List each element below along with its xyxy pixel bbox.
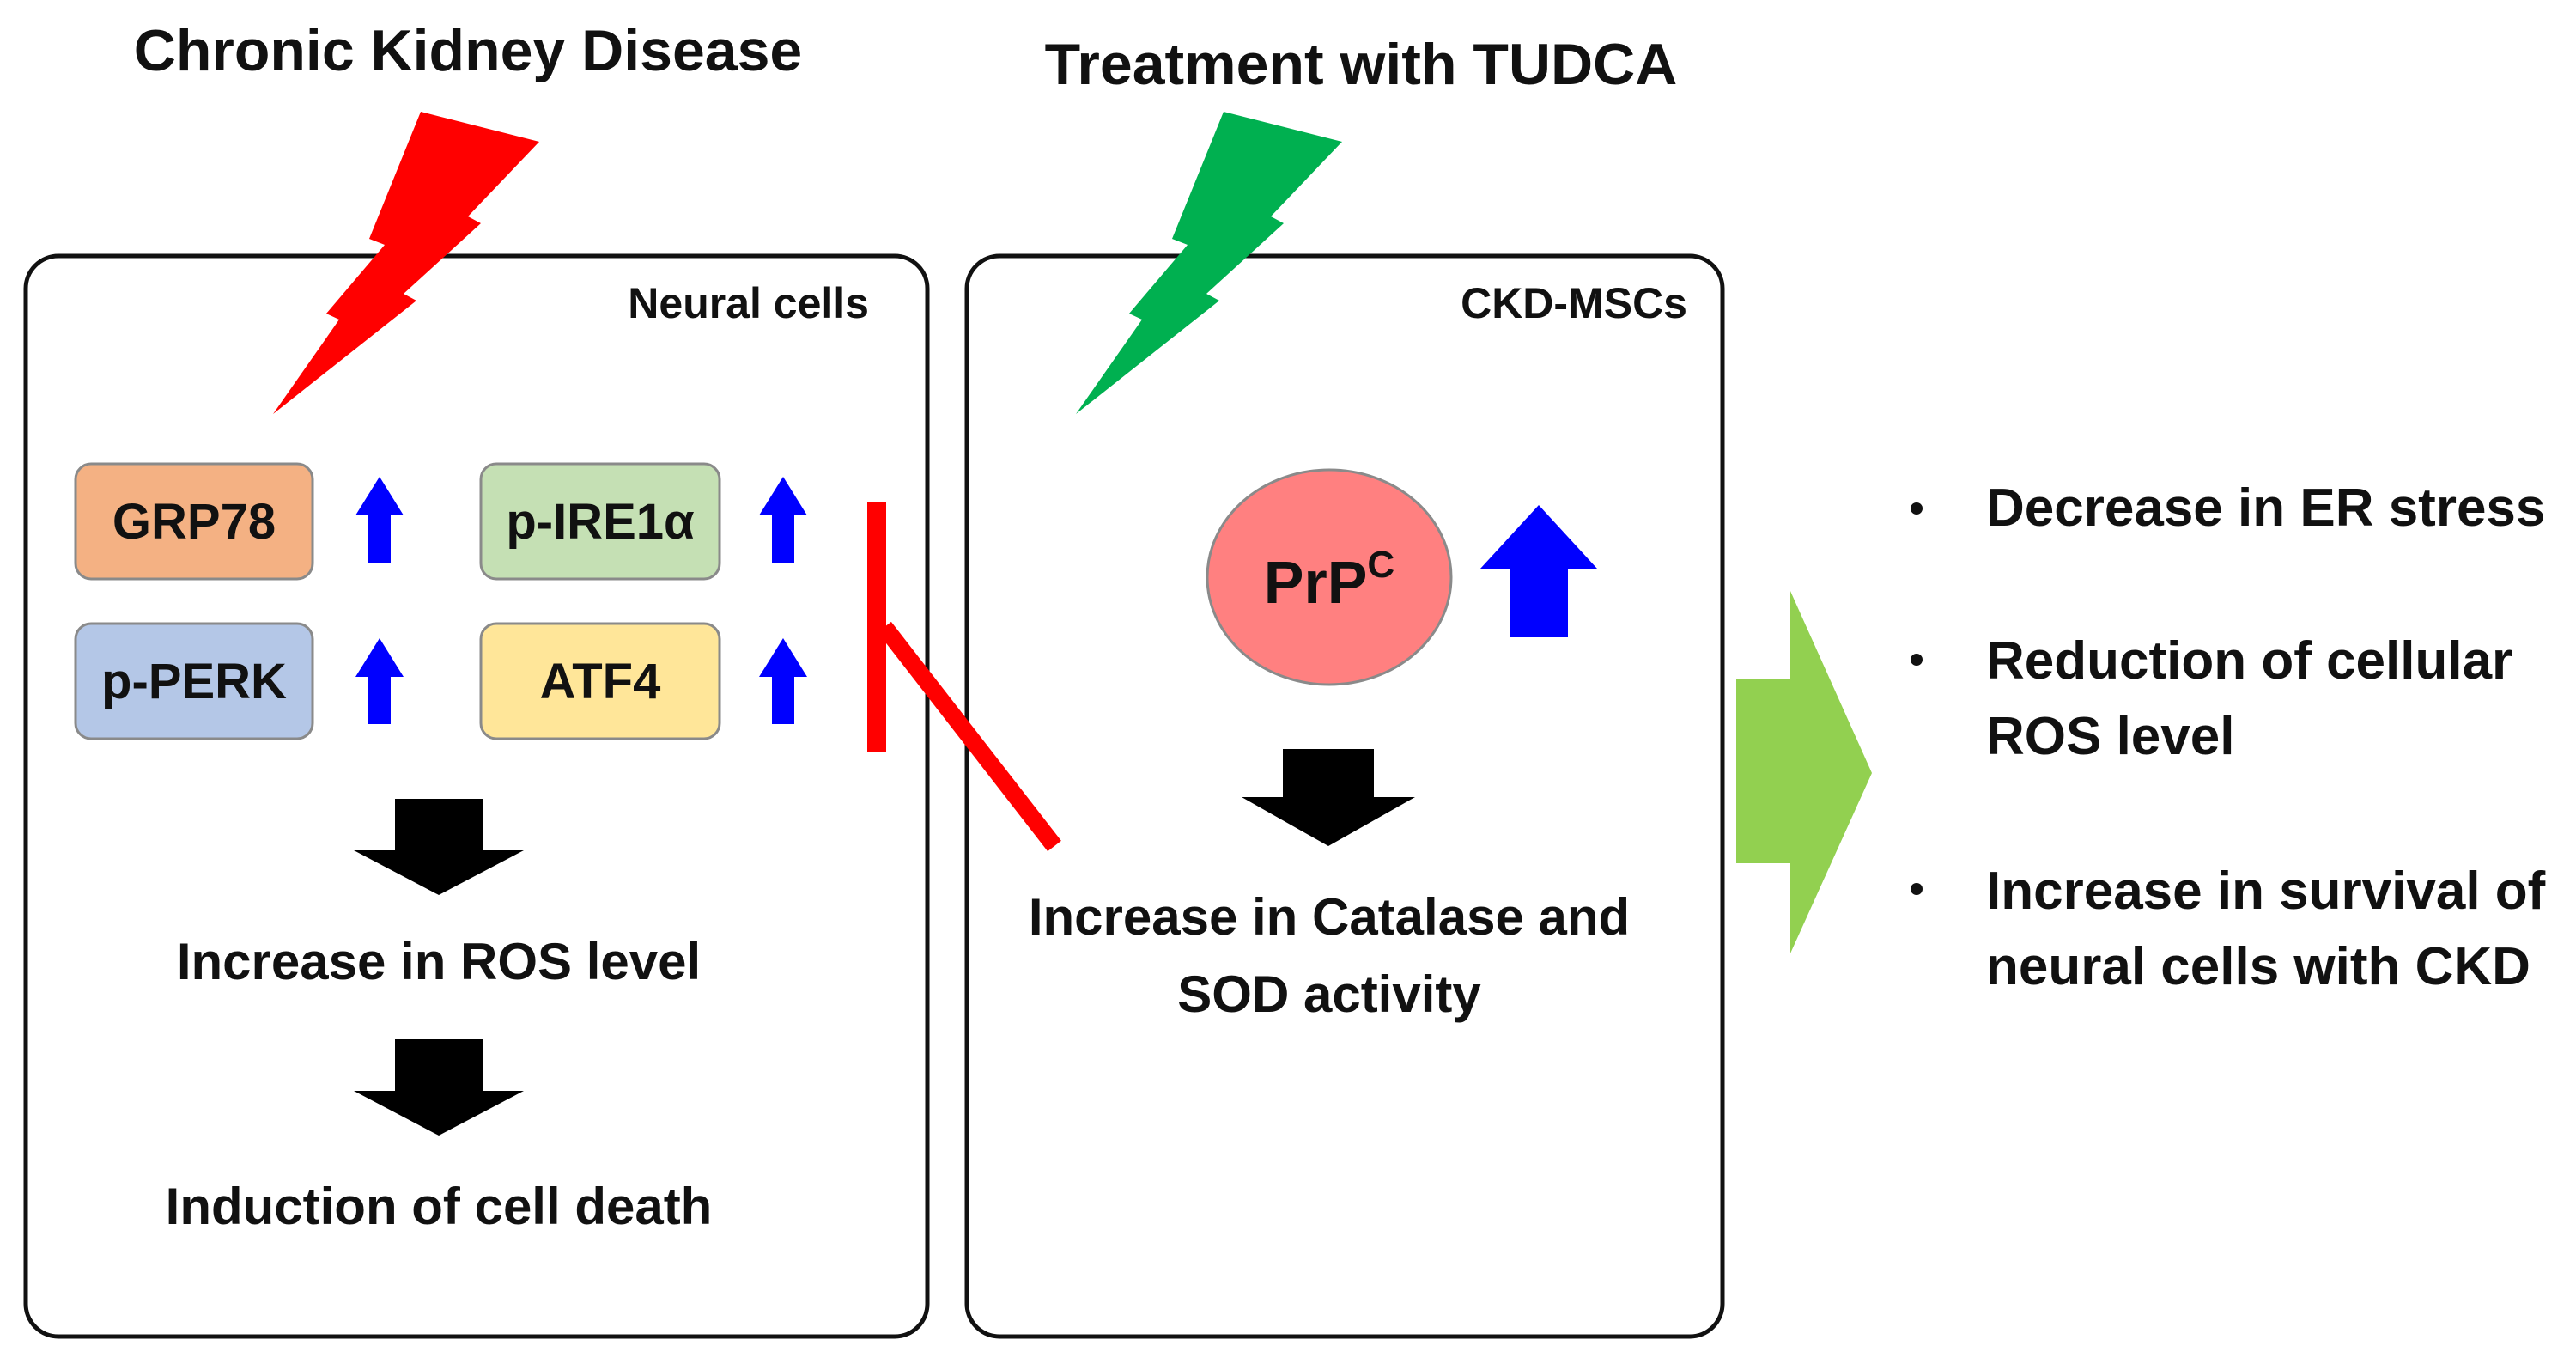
neural-cells-label: Neural cells <box>628 279 869 327</box>
tudca-title: Treatment with TUDCA <box>1045 32 1678 97</box>
p-perk-box <box>74 622 314 740</box>
outcome-3-line2: neural cells with CKD <box>1986 937 2530 996</box>
atf4-up-arrow-icon <box>759 638 807 724</box>
neural-cells-panel <box>23 253 930 1339</box>
prpc-circle <box>1206 468 1453 686</box>
outcome-3-line1: Increase in survival of <box>1986 862 2546 921</box>
bullet-icon-1 <box>1911 502 1923 515</box>
outcome-arrow-icon <box>1736 591 1872 953</box>
outcome-2-line1: Reduction of cellular <box>1986 631 2512 691</box>
grp78-label: GRP78 <box>112 494 276 550</box>
cell-death-down-arrow-icon <box>354 1039 524 1136</box>
p-perk-label: p-PERK <box>101 654 287 709</box>
p-ire1a-box <box>479 462 721 581</box>
ros-increase-text: Increase in ROS level <box>177 933 701 990</box>
prpc-base: PrP <box>1264 549 1368 616</box>
prpc-up-arrow-icon <box>1480 505 1597 637</box>
outcome-1: Decrease in ER stress <box>1986 478 2545 538</box>
ckd-mscs-label: CKD-MSCs <box>1461 279 1687 327</box>
prpc-label: PrPC <box>1264 544 1394 616</box>
tudca-lightning-bolt-icon <box>1076 112 1342 414</box>
inhibition-bar <box>867 502 886 752</box>
cell-death-text: Induction of cell death <box>166 1178 713 1235</box>
ckd-mscs-panel <box>964 253 1725 1339</box>
ckd-lightning-bolt-icon <box>273 112 539 414</box>
ckd-title: Chronic Kidney Disease <box>134 18 802 83</box>
bullet-icon-3 <box>1911 883 1923 895</box>
p-ire1a-label: p-IRE1α <box>506 494 695 550</box>
grp78-up-arrow-icon <box>355 477 404 563</box>
catalase-text-line2: SOD activity <box>1177 965 1481 1023</box>
atf4-label: ATF4 <box>540 654 661 709</box>
atf4-box <box>479 622 721 740</box>
catalase-text-line1: Increase in Catalase and <box>1029 888 1630 946</box>
inhibition-line <box>878 621 1061 852</box>
prpc-superscript: C <box>1367 544 1394 586</box>
bullet-icon-2 <box>1911 654 1923 666</box>
outcome-2-line2: ROS level <box>1986 707 2234 766</box>
ros-down-arrow-icon <box>354 799 524 895</box>
grp78-box <box>74 462 314 581</box>
catalase-down-arrow-icon <box>1242 749 1415 846</box>
p-ire1a-up-arrow-icon <box>759 477 807 563</box>
p-perk-up-arrow-icon <box>355 638 404 724</box>
